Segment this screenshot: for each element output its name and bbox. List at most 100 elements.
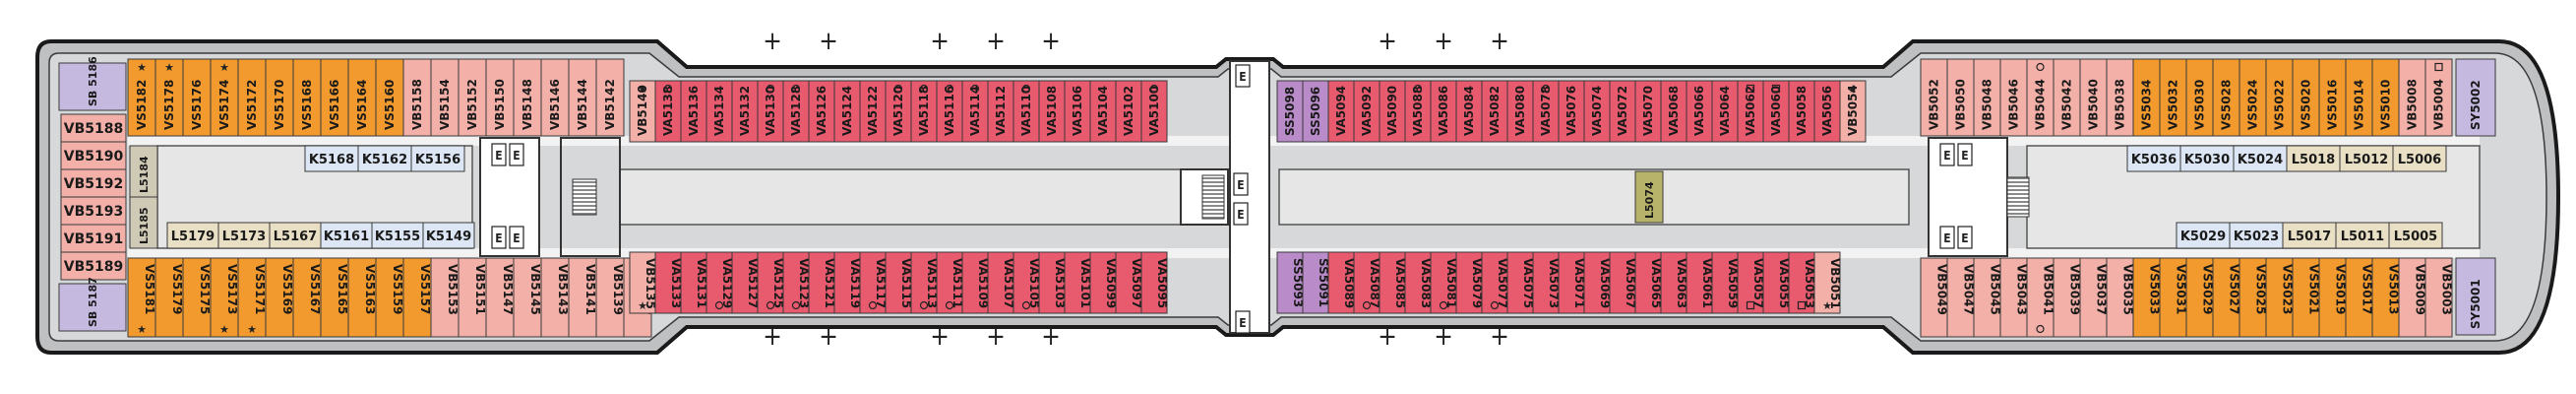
- cabin-VS5027[interactable]: VS5027: [2212, 257, 2241, 338]
- cabin-VS5171[interactable]: VS5171★: [237, 257, 267, 338]
- cabin-VS5157[interactable]: VS5157: [402, 257, 432, 338]
- cabin-VB5193[interactable]: VB5193: [60, 196, 127, 226]
- cabin-VS5182[interactable]: VS5182★: [127, 58, 156, 137]
- cabin-VA5075[interactable]: VA5075: [1506, 251, 1535, 314]
- cabin-VB5154[interactable]: VB5154: [430, 58, 460, 137]
- cabin-VS5016[interactable]: VS5016: [2318, 58, 2347, 137]
- cabin-VB5158[interactable]: VB5158: [402, 58, 432, 137]
- cabin-VA5126[interactable]: VA5126: [808, 80, 835, 143]
- cabin-L5018[interactable]: L5018: [2286, 145, 2341, 172]
- cabin-VA5104[interactable]: VA5104: [1089, 80, 1117, 143]
- cabin-VA5131[interactable]: VA5131: [680, 251, 708, 314]
- cabin-L5184[interactable]: L5184: [129, 145, 158, 198]
- cabin-VA5136[interactable]: VA5136: [680, 80, 707, 143]
- cabin-VB5043[interactable]: VB5043: [1999, 257, 2029, 338]
- cabin-VA5079[interactable]: VA5079: [1455, 251, 1484, 314]
- cabin-VB5141[interactable]: VB5141: [568, 257, 597, 338]
- cabin-L5005[interactable]: L5005: [2388, 222, 2443, 249]
- cabin-VA5118[interactable]: VA5118: [910, 80, 938, 143]
- cabin-VA5070[interactable]: VA5070: [1634, 80, 1662, 143]
- cabin-VA5087[interactable]: VA5087: [1353, 251, 1381, 314]
- cabin-L5179[interactable]: L5179: [166, 222, 219, 249]
- cabin-VB5145[interactable]: VB5145: [513, 257, 542, 338]
- cabin-VA5067[interactable]: VA5067: [1609, 251, 1637, 314]
- cabin-VB5150[interactable]: VB5150: [485, 58, 515, 137]
- cabin-VA5092[interactable]: VA5092: [1353, 80, 1380, 143]
- cabin-VS5010[interactable]: VS5010: [2371, 58, 2400, 137]
- cabin-VS5179[interactable]: VS5179: [154, 257, 184, 338]
- cabin-VB5153[interactable]: VB5153: [430, 257, 460, 338]
- cabin-VA5117[interactable]: VA5117: [859, 251, 888, 314]
- cabin-VA5063[interactable]: VA5063: [1660, 251, 1688, 314]
- cabin-VB5144[interactable]: VB5144: [568, 58, 597, 137]
- cabin-VA5124[interactable]: VA5124: [833, 80, 861, 143]
- cabin-VB5052[interactable]: VB5052: [1920, 58, 1948, 137]
- cabin-VB5190[interactable]: VB5190: [60, 141, 127, 170]
- cabin-VS5169[interactable]: VS5169: [265, 257, 294, 338]
- cabin-L5006[interactable]: L5006: [2392, 145, 2447, 172]
- cabin-VA5138[interactable]: VA5138: [654, 80, 682, 143]
- cabin-VA5088[interactable]: VA5088: [1404, 80, 1432, 143]
- cabin-K5168[interactable]: K5168: [304, 145, 359, 172]
- cabin-VS5167[interactable]: VS5167: [292, 257, 322, 338]
- cabin-VS5029[interactable]: VS5029: [2185, 257, 2215, 338]
- cabin-VA5108[interactable]: VA5108: [1038, 80, 1066, 143]
- cabin-VS5033[interactable]: VS5033: [2132, 257, 2162, 338]
- cabin-VS5025[interactable]: VS5025: [2239, 257, 2268, 338]
- cabin-VA5085[interactable]: VA5085: [1379, 251, 1407, 314]
- cabin-VA5116[interactable]: VA5116: [936, 80, 963, 143]
- cabin-VS5028[interactable]: VS5028: [2212, 58, 2240, 137]
- cabin-VA5084[interactable]: VA5084: [1455, 80, 1483, 143]
- cabin-VB5051[interactable]: VB5051★: [1813, 251, 1842, 314]
- cabin-VA5114[interactable]: VA5114: [961, 80, 989, 143]
- cabin-VS5165[interactable]: VS5165: [320, 257, 349, 338]
- cabin-VA5062[interactable]: VA5062: [1737, 80, 1764, 143]
- cabin-L5011[interactable]: L5011: [2335, 222, 2390, 249]
- cabin-VA5056[interactable]: VA5056: [1813, 80, 1841, 143]
- cabin-VS5031[interactable]: VS5031: [2159, 257, 2188, 338]
- cabin-VS5021[interactable]: VS5021: [2292, 257, 2321, 338]
- cabin-VA5064[interactable]: VA5064: [1711, 80, 1739, 143]
- cabin-VA5133[interactable]: VA5133: [654, 251, 683, 314]
- cabin-VB5047[interactable]: VB5047: [1946, 257, 1976, 338]
- cabin-VS5181[interactable]: VS5181★: [127, 257, 156, 338]
- cabin-VB5003[interactable]: VB5003: [2424, 257, 2454, 338]
- cabin-VB5148[interactable]: VB5148: [513, 58, 542, 137]
- cabin-VS5017[interactable]: VS5017: [2345, 257, 2374, 338]
- cabin-VA5099[interactable]: VA5099: [1089, 251, 1118, 314]
- cabin-VA5103[interactable]: VA5103: [1038, 251, 1067, 314]
- cabin-L5074[interactable]: L5074: [1634, 170, 1664, 224]
- cabin-VA5059[interactable]: VA5059: [1711, 251, 1740, 314]
- cabin-VB5191[interactable]: VB5191: [60, 224, 127, 253]
- cabin-VS5022[interactable]: VS5022: [2265, 58, 2294, 137]
- cabin-VA5057[interactable]: VA5057: [1737, 251, 1765, 314]
- cabin-VA5107[interactable]: VA5107: [987, 251, 1015, 314]
- cabin-VA5073[interactable]: VA5073: [1532, 251, 1561, 314]
- cabin-VB5042[interactable]: VB5042: [2053, 58, 2081, 137]
- cabin-VA5060[interactable]: VA5060: [1762, 80, 1790, 143]
- cabin-K5036[interactable]: K5036: [2126, 145, 2181, 172]
- cabin-VA5115[interactable]: VA5115: [885, 251, 913, 314]
- cabin-VS5163[interactable]: VS5163: [347, 257, 377, 338]
- cabin-VB5189[interactable]: VB5189: [60, 251, 127, 281]
- cabin-VS5174[interactable]: VS5174★: [210, 58, 239, 137]
- cabin-VA5106[interactable]: VA5106: [1064, 80, 1091, 143]
- cabin-VA5072[interactable]: VA5072: [1609, 80, 1636, 143]
- cabin-VA5053[interactable]: VA5053: [1788, 251, 1816, 314]
- cabin-VA5101[interactable]: VA5101: [1064, 251, 1092, 314]
- cabin-VS5032[interactable]: VS5032: [2159, 58, 2187, 137]
- cabin-VA5132[interactable]: VA5132: [731, 80, 759, 143]
- cabin-VA5111[interactable]: VA5111: [936, 251, 964, 314]
- cabin-K5030[interactable]: K5030: [2179, 145, 2235, 172]
- cabin-K5149[interactable]: K5149: [422, 222, 475, 249]
- cabin-VB5139[interactable]: VB5139: [595, 257, 625, 338]
- cabin-VA5134[interactable]: VA5134: [705, 80, 733, 143]
- cabin-VB5152[interactable]: VB5152: [458, 58, 487, 137]
- cabin-VA5065[interactable]: VA5065: [1634, 251, 1663, 314]
- cabin-VA5066[interactable]: VA5066: [1686, 80, 1713, 143]
- cabin-VB5008[interactable]: VB5008: [2398, 58, 2426, 137]
- cabin-K5023[interactable]: K5023: [2229, 222, 2284, 249]
- cabin-VB5040[interactable]: VB5040: [2079, 58, 2108, 137]
- cabin-VB5004[interactable]: VB5004: [2424, 58, 2453, 137]
- cabin-VS5030[interactable]: VS5030: [2185, 58, 2214, 137]
